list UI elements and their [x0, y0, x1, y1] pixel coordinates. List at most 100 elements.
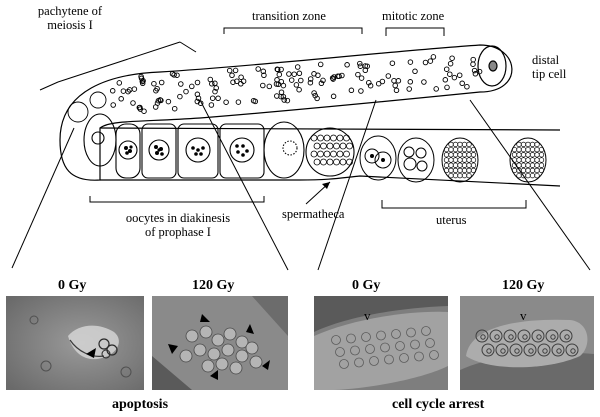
sperm-cell [343, 150, 350, 158]
germ-nucleus [255, 66, 261, 72]
arrowhead-icon [246, 324, 254, 334]
germ-nucleus [177, 93, 183, 100]
nucleus [249, 355, 263, 369]
germ-nucleus [208, 102, 215, 108]
nucleolus [550, 334, 556, 340]
nucleus [495, 343, 509, 357]
embryo-cell [520, 152, 527, 158]
nucleus [365, 344, 375, 354]
embryo-cell [520, 141, 527, 148]
embryo-4 [509, 137, 547, 183]
germ-nucleus [212, 88, 218, 95]
germ-nucleus [391, 77, 397, 84]
germ-nucleus [421, 79, 427, 85]
nucleus [551, 343, 565, 357]
germ-nucleus [157, 97, 163, 103]
oocyte-6 [263, 121, 305, 179]
germ-nucleus [407, 79, 414, 85]
germ-nucleus [412, 68, 418, 75]
nucleus [223, 327, 237, 341]
micrograph-arrest-0gy: v [314, 296, 448, 390]
pachytene-label: pachytene of meiosis I [37, 4, 103, 32]
embryo-cell [516, 172, 522, 179]
nucleolus [522, 334, 528, 340]
transition-bracket [223, 27, 363, 34]
germ-nucleus [364, 63, 370, 69]
embryo-cell [466, 146, 472, 153]
embryo-cell [534, 167, 540, 174]
germ-nucleus [311, 71, 317, 77]
germ-nucleus [317, 61, 324, 68]
nucleus [410, 339, 420, 350]
embryo-cell [457, 146, 463, 153]
sperm-cell [330, 150, 337, 158]
nucleus [346, 333, 356, 344]
nucleolus [500, 348, 506, 354]
embryo-cell [452, 172, 459, 179]
germ-nucleus [158, 79, 165, 86]
embryo-cell [461, 141, 468, 148]
germ-nucleus [278, 89, 285, 95]
germ-nucleus [407, 59, 414, 65]
embryo-cell [457, 167, 463, 174]
embryo-cell [538, 152, 545, 158]
germ-nucleus [291, 71, 297, 77]
germ-nucleus [260, 82, 266, 89]
embryo-cell [538, 157, 545, 163]
germ-nucleus [226, 67, 233, 74]
germ-nucleus [274, 77, 280, 83]
germ-nucleus [395, 78, 402, 84]
embryo-cell [443, 146, 450, 153]
germ-nucleus [120, 88, 127, 94]
germ-nucleus [171, 105, 178, 112]
transition-zone-label: transition zone [252, 9, 326, 23]
embryo-cell [461, 172, 468, 179]
embryo-cell [448, 162, 454, 168]
embryo-cell [457, 172, 463, 179]
embryo-2 [397, 137, 435, 183]
nucleus [509, 343, 523, 357]
sperm-cell [317, 134, 324, 142]
nucleus [421, 326, 431, 336]
germ-nucleus [229, 72, 235, 79]
embryo-cell [534, 172, 540, 179]
embryo-cell [534, 141, 540, 148]
mitotic-bracket [385, 27, 445, 36]
germ-nucleus [357, 63, 364, 69]
germ-nucleus [367, 82, 374, 89]
germ-nucleus [141, 108, 147, 114]
embryo-cell [470, 162, 477, 168]
germ-nucleus [154, 85, 160, 92]
germ-nucleus [430, 54, 437, 60]
nucleus [354, 357, 364, 368]
nucleus [235, 335, 249, 349]
sperm-cell [346, 158, 353, 166]
embryo-cell [466, 152, 472, 158]
arrowhead-icon [168, 344, 178, 354]
embryo-cell [466, 167, 472, 174]
germ-nucleus [284, 97, 291, 104]
germ-nucleus [238, 74, 244, 80]
nucleus [545, 329, 559, 343]
embryo-cell [529, 157, 536, 163]
nucleus [350, 345, 360, 356]
sperm-cell [313, 142, 321, 150]
embryo-cell [466, 141, 472, 148]
nucleus [406, 327, 416, 338]
embryo-cell [461, 152, 468, 158]
embryo-cell [470, 152, 477, 158]
embryo-cell [534, 157, 540, 163]
nucleolus [514, 348, 520, 354]
embryo-cell [452, 146, 459, 153]
nucleus [339, 359, 349, 369]
embryo-cell [448, 141, 454, 148]
sperm-cell [310, 134, 318, 142]
embryo-cell [443, 167, 450, 174]
embryo-cell [470, 167, 477, 174]
germ-nucleus [212, 80, 218, 87]
embryo-cell [520, 162, 527, 168]
embryo-cell [516, 157, 522, 163]
nucleus [395, 341, 405, 351]
germ-nucleus [278, 93, 284, 100]
